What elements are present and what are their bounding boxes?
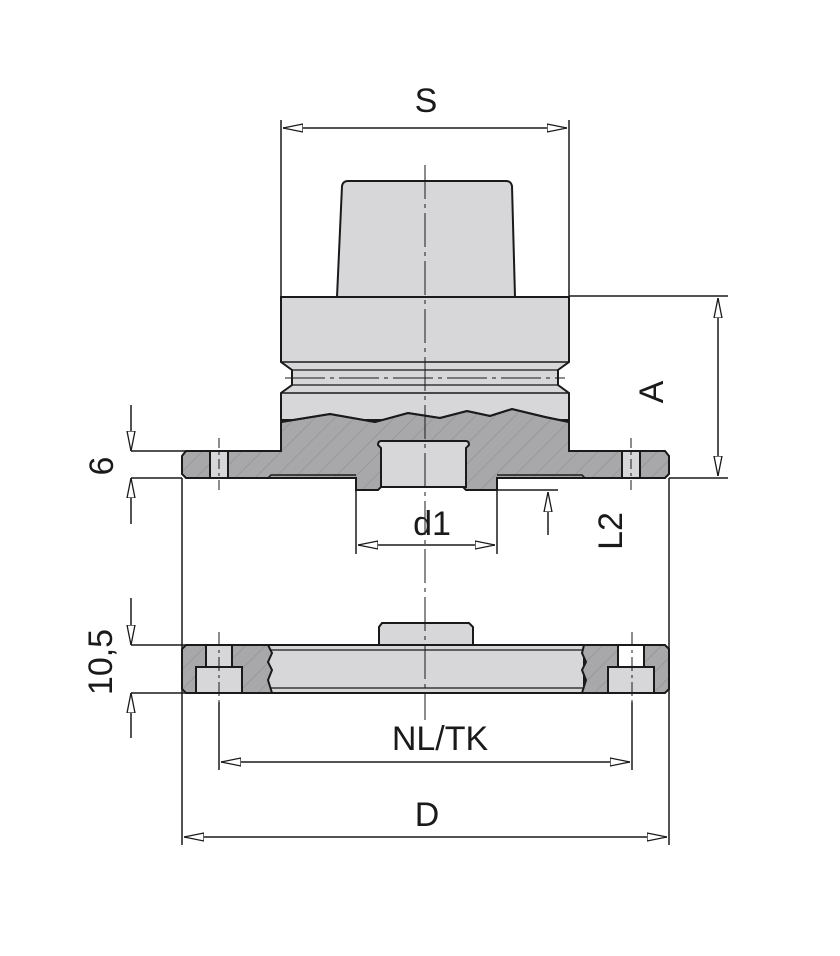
label-S: S [415, 82, 438, 120]
flange-section [181, 407, 670, 492]
label-L2: L2 [592, 512, 630, 550]
label-10-5: 10,5 [82, 629, 120, 695]
label-d1: d1 [413, 505, 451, 543]
label-NL-TK: NL/TK [392, 720, 489, 758]
tool-holder-upper [280, 180, 570, 421]
label-6: 6 [83, 457, 121, 476]
center-bore [376, 440, 471, 488]
taper-shank [335, 180, 517, 298]
dimension-lines [131, 120, 728, 845]
counter-flange [181, 622, 670, 770]
label-A: A [633, 380, 671, 403]
label-D: D [415, 796, 440, 834]
